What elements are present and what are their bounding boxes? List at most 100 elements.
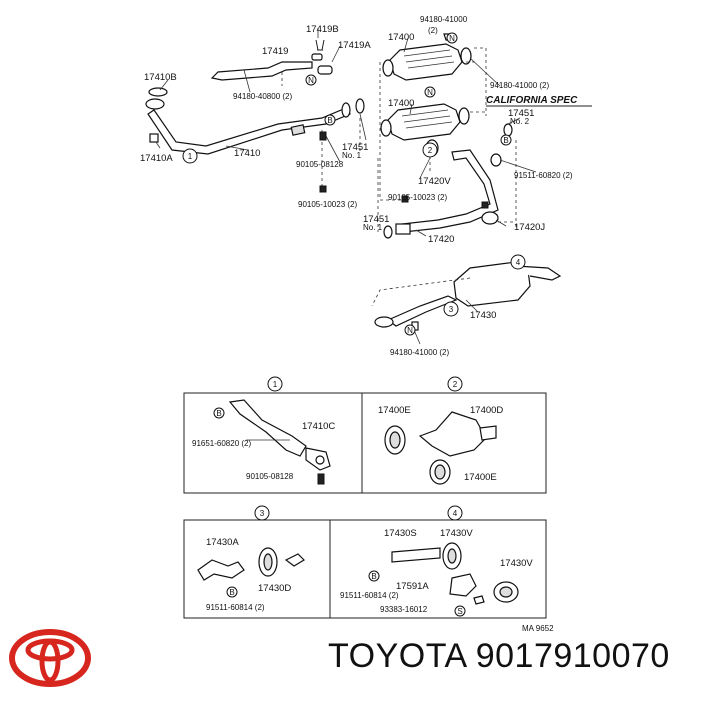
label-17430A: 17430A xyxy=(206,537,239,548)
detail-1-heat-shield xyxy=(228,399,331,485)
svg-text:B: B xyxy=(327,116,332,125)
label-california-spec: CALIFORNIA SPEC xyxy=(486,95,578,106)
label-17400-upper: 17400 xyxy=(388,32,414,43)
svg-text:B: B xyxy=(503,136,508,145)
callout-3-box: 3 xyxy=(254,505,270,521)
marker-n-b: N xyxy=(424,86,436,98)
marker-b-c: B xyxy=(213,407,225,419)
center-pipe-17420 xyxy=(383,139,502,239)
marker-s-a: S xyxy=(454,605,466,617)
svg-text:N: N xyxy=(427,88,433,97)
callout-2-box: 2 xyxy=(447,376,463,392)
stud-17410A xyxy=(149,133,159,143)
svg-text:S: S xyxy=(457,607,462,616)
svg-text:2: 2 xyxy=(428,146,433,155)
gasket-17410B xyxy=(148,87,168,97)
leader-lines xyxy=(281,47,517,307)
label-17400-california: 17400 xyxy=(388,98,414,109)
label-17419B: 17419B xyxy=(306,24,339,35)
detail-4-hangers xyxy=(391,542,519,605)
label-17430D: 17430D xyxy=(258,583,291,594)
label-94180-41000-b: 94180-41000 (2) xyxy=(490,81,549,90)
label-94180-40800: 94180-40800 (2) xyxy=(233,92,292,101)
detail-box-row2 xyxy=(183,519,547,619)
pipe-17419 xyxy=(210,61,313,81)
marker-n-a: N xyxy=(446,32,458,44)
marker-b-d: B xyxy=(226,586,238,598)
label-17430S: 17430S xyxy=(384,528,417,539)
detail-box-row1 xyxy=(183,392,547,494)
callout-4-box: 4 xyxy=(447,505,463,521)
label-17410: 17410 xyxy=(234,148,260,159)
callout-2-main: 2 xyxy=(422,142,438,158)
svg-text:1: 1 xyxy=(188,152,193,161)
label-17410A: 17410A xyxy=(140,153,173,164)
label-90105-08128-a: 90105-08128 xyxy=(296,160,344,169)
leader-lines-solid xyxy=(155,28,537,345)
label-94180-41000-a: 94180-41000 xyxy=(420,15,468,24)
svg-text:3: 3 xyxy=(260,509,265,518)
toyota-logo xyxy=(9,629,91,687)
callout-4-main: 4 xyxy=(510,254,526,270)
gasket-17451-a xyxy=(355,98,365,114)
muffler-17430 xyxy=(374,261,562,331)
label-17430V-b: 17430V xyxy=(500,558,533,569)
label-91651-60820: 91651-60820 (2) xyxy=(192,439,251,448)
callout-1-box: 1 xyxy=(267,376,283,392)
clamp-17419A xyxy=(311,53,333,75)
label-17419: 17419 xyxy=(262,46,288,57)
label-17591A: 17591A xyxy=(396,581,429,592)
bolt-icons xyxy=(319,131,489,209)
label-93383-16012: 93383-16012 xyxy=(380,605,428,614)
callout-1-main: 1 xyxy=(182,148,198,164)
svg-text:4: 4 xyxy=(516,258,521,267)
label-17451-no1-a-sub: No. 1 xyxy=(342,151,362,160)
label-94180-41000-a-qty: (2) xyxy=(428,26,438,35)
svg-text:B: B xyxy=(216,409,221,418)
label-17451-no1-b-sub: No. 1 xyxy=(363,223,383,232)
label-17420J: 17420J xyxy=(514,222,545,233)
converter-17400-california xyxy=(380,103,470,141)
label-ma-9652: MA 9652 xyxy=(522,624,554,633)
label-17400E-a: 17400E xyxy=(378,405,411,416)
label-17419A: 17419A xyxy=(338,40,371,51)
brand-part-number: TOYOTA 9017910070 xyxy=(328,637,670,675)
label-90105-10023-b: 90105-10023 (2) xyxy=(298,200,357,209)
clamp-17419B xyxy=(315,39,325,51)
svg-text:B: B xyxy=(371,572,376,581)
svg-text:N: N xyxy=(308,76,314,85)
label-17451-no2: 17451 xyxy=(508,108,534,119)
svg-text:B: B xyxy=(229,588,234,597)
label-91511-60814-a: 91511-60814 (2) xyxy=(206,603,265,612)
label-17400D: 17400D xyxy=(470,405,503,416)
marker-n-d: N xyxy=(404,324,416,336)
marker-b-a: B xyxy=(324,114,336,126)
svg-text:2: 2 xyxy=(453,380,458,389)
detail-2-shield xyxy=(384,411,497,485)
label-17451-no1-a: 17451 xyxy=(342,142,368,153)
svg-text:N: N xyxy=(407,326,413,335)
label-17410C: 17410C xyxy=(302,421,335,432)
label-17451-no2-sub: No. 2 xyxy=(510,117,530,126)
label-17410B: 17410B xyxy=(144,72,177,83)
svg-text:1: 1 xyxy=(273,380,278,389)
label-94180-41000-c: 94180-41000 (2) xyxy=(390,348,449,357)
front-pipe-17410 xyxy=(145,98,351,155)
label-17400E-b: 17400E xyxy=(464,472,497,483)
label-17430: 17430 xyxy=(470,310,496,321)
callout-3-main: 3 xyxy=(443,301,459,317)
label-17420: 17420 xyxy=(428,234,454,245)
label-91511-60814-b: 91511-60814 (2) xyxy=(340,591,399,600)
label-17430V-a: 17430V xyxy=(440,528,473,539)
label-17451-no1-b: 17451 xyxy=(363,214,389,225)
label-90105-08128-b: 90105-08128 xyxy=(246,472,294,481)
label-17420V: 17420V xyxy=(418,176,451,187)
marker-n-c: N xyxy=(305,74,317,86)
marker-b-e: B xyxy=(368,570,380,582)
detail-3-brackets xyxy=(197,547,305,581)
svg-text:N: N xyxy=(449,34,455,43)
marker-b-b: B xyxy=(500,134,512,146)
label-91511-60820-a: 91511-60820 (2) xyxy=(514,171,573,180)
label-90105-10023-a: 90105-10023 (2) xyxy=(388,193,447,202)
